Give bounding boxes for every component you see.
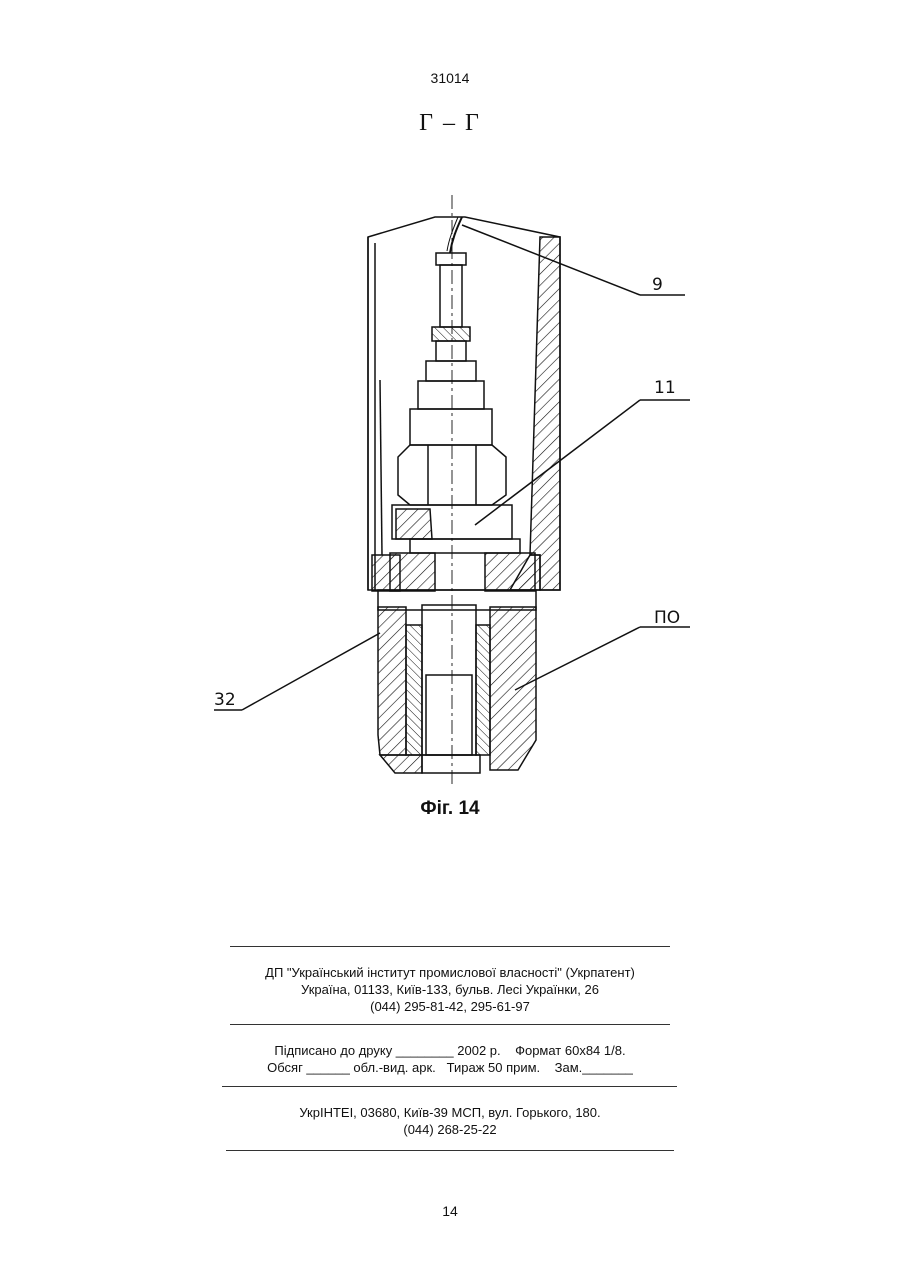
publisher-line: ДП "Український інститут промислової вла… [0, 964, 900, 981]
printer-block: УкрІНТЕІ, 03680, Київ-39 МСП, вул. Горьк… [0, 1104, 900, 1138]
label-110: ПО [654, 608, 680, 628]
label-32: 32 [214, 690, 236, 710]
section-title: Г – Г [0, 110, 900, 137]
publisher-line: Україна, 01133, Київ-133, бульв. Лесі Ук… [0, 981, 900, 998]
label-9: 9 [652, 275, 663, 295]
printer-line: УкрІНТЕІ, 03680, Київ-39 МСП, вул. Горьк… [0, 1104, 900, 1121]
divider [226, 1150, 674, 1151]
print-info-line: Обсяг ______ обл.-вид. арк. Тираж 50 при… [0, 1059, 900, 1076]
technical-drawing: 9 11 ПО 32 [200, 195, 700, 790]
divider [230, 946, 670, 947]
printer-line: (044) 268-25-22 [0, 1121, 900, 1138]
page-number: 14 [0, 1203, 900, 1219]
divider [222, 1086, 677, 1087]
label-11: 11 [654, 378, 676, 398]
print-info-line: Підписано до друку ________ 2002 р. Форм… [0, 1042, 900, 1059]
document-number: 31014 [0, 70, 900, 86]
divider [230, 1024, 670, 1025]
publisher-block: ДП "Український інститут промислової вла… [0, 964, 900, 1015]
publisher-line: (044) 295-81-42, 295-61-97 [0, 998, 900, 1015]
print-info-block: Підписано до друку ________ 2002 р. Форм… [0, 1042, 900, 1076]
figure-caption: Фіг. 14 [0, 798, 900, 820]
